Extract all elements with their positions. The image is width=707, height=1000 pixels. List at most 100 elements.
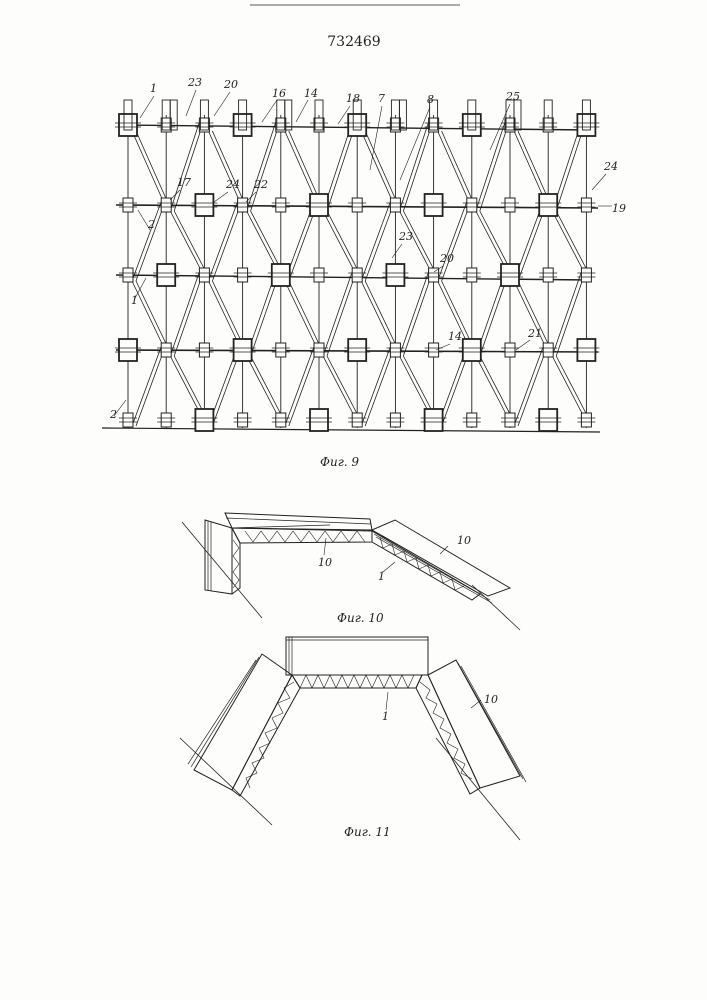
diagonal-member bbox=[480, 211, 510, 269]
joint-node bbox=[348, 339, 366, 361]
diagonal-member bbox=[285, 131, 315, 199]
diagonal-member bbox=[514, 131, 544, 199]
joint-node bbox=[199, 268, 209, 282]
diagonal-member bbox=[399, 356, 429, 414]
joint-node bbox=[123, 268, 133, 282]
joint-node bbox=[505, 198, 515, 212]
diagonal-member bbox=[251, 211, 281, 269]
diagonal-member bbox=[170, 356, 200, 414]
diagonal-member bbox=[136, 131, 166, 199]
figure-11-caption: Фиг. 11 bbox=[344, 825, 391, 839]
joint-node bbox=[238, 413, 248, 427]
diagonal-member bbox=[403, 356, 433, 414]
diagonal-member bbox=[289, 281, 319, 344]
joint-node bbox=[390, 343, 400, 357]
joint-node bbox=[161, 198, 171, 212]
joint-node bbox=[386, 264, 404, 286]
leader-line bbox=[246, 192, 256, 202]
joint-node bbox=[352, 268, 362, 282]
joint-node bbox=[234, 114, 252, 136]
joint-node bbox=[276, 343, 286, 357]
joint-node bbox=[581, 268, 591, 282]
fig11-label-1: 1 bbox=[382, 710, 389, 723]
figure-10-caption: Фиг. 10 bbox=[337, 611, 384, 625]
joint-node bbox=[577, 114, 595, 136]
diagonal-member bbox=[132, 131, 162, 199]
leader-line bbox=[214, 192, 228, 202]
joint-node bbox=[577, 339, 595, 361]
fig11-label-10: 10 bbox=[484, 693, 498, 706]
diagonal-member bbox=[251, 119, 281, 211]
diagonal-member bbox=[438, 131, 468, 199]
joint-node bbox=[467, 413, 477, 427]
diagonal-member bbox=[480, 119, 510, 211]
diagonal-member bbox=[208, 281, 238, 344]
label-14: 14 bbox=[304, 87, 318, 100]
diagonal-member bbox=[365, 131, 395, 199]
label-1-mid: 1 bbox=[131, 294, 138, 307]
diagonal-member bbox=[556, 356, 586, 414]
leader-line bbox=[262, 100, 277, 122]
diagonal-member bbox=[289, 131, 319, 199]
label-24-right: 24 bbox=[603, 160, 618, 173]
label-14-mid: 14 bbox=[448, 330, 462, 343]
diagonal-member bbox=[361, 131, 391, 199]
joint-node bbox=[352, 198, 362, 212]
diagonal-member bbox=[251, 356, 281, 414]
joint-node bbox=[352, 413, 362, 427]
joint-node bbox=[123, 413, 133, 427]
label-16: 16 bbox=[272, 87, 286, 100]
joint-node bbox=[272, 264, 290, 286]
joint-node bbox=[505, 413, 515, 427]
joint-node bbox=[581, 198, 591, 212]
leader-line bbox=[370, 106, 382, 170]
diagonal-member bbox=[476, 356, 506, 414]
joint-node bbox=[238, 198, 248, 212]
diagonal-member bbox=[327, 211, 357, 269]
leader-line bbox=[296, 100, 308, 122]
leader-line bbox=[392, 244, 402, 258]
leader-line bbox=[592, 174, 606, 190]
diagonal-member bbox=[552, 211, 582, 269]
diagonal-member bbox=[327, 356, 357, 414]
diagonal-member bbox=[323, 211, 353, 269]
joint-node bbox=[161, 413, 171, 427]
fig10-label-10-left: 10 bbox=[318, 556, 332, 569]
label-17: 17 bbox=[177, 176, 191, 189]
label-22: 22 bbox=[253, 178, 268, 191]
joint-node bbox=[390, 198, 400, 212]
label-25: 25 bbox=[505, 90, 520, 103]
diagonal-member bbox=[365, 281, 395, 344]
label-20: 20 bbox=[223, 78, 238, 91]
joint-node bbox=[161, 343, 171, 357]
joint-node bbox=[505, 343, 515, 357]
leader-line bbox=[140, 96, 154, 118]
diagonal-member bbox=[552, 356, 582, 414]
label-19: 19 bbox=[612, 202, 626, 215]
joint-node bbox=[581, 413, 591, 427]
label-23-mid: 23 bbox=[398, 230, 413, 243]
joint-node bbox=[429, 343, 439, 357]
joint-node bbox=[238, 268, 248, 282]
diagonal-member bbox=[212, 281, 242, 344]
diagonal-member bbox=[170, 211, 200, 269]
diagonal-member bbox=[480, 356, 510, 414]
label-1: 1 bbox=[150, 82, 157, 95]
diagonal-member bbox=[518, 131, 548, 199]
joint-node bbox=[234, 339, 252, 361]
joint-node bbox=[310, 409, 328, 431]
fig10-label-1: 1 bbox=[378, 570, 385, 583]
joint-node bbox=[199, 343, 209, 357]
label-8: 8 bbox=[427, 93, 434, 106]
figure-9-caption: Фиг. 9 bbox=[320, 455, 359, 469]
joint-node bbox=[276, 198, 286, 212]
joint-node bbox=[390, 413, 400, 427]
fig10-label-10-right: 10 bbox=[457, 534, 471, 547]
joint-node bbox=[123, 198, 133, 212]
joint-node bbox=[310, 194, 328, 216]
diagonal-member bbox=[476, 211, 506, 269]
joint-node bbox=[425, 194, 443, 216]
joint-node bbox=[539, 194, 557, 216]
